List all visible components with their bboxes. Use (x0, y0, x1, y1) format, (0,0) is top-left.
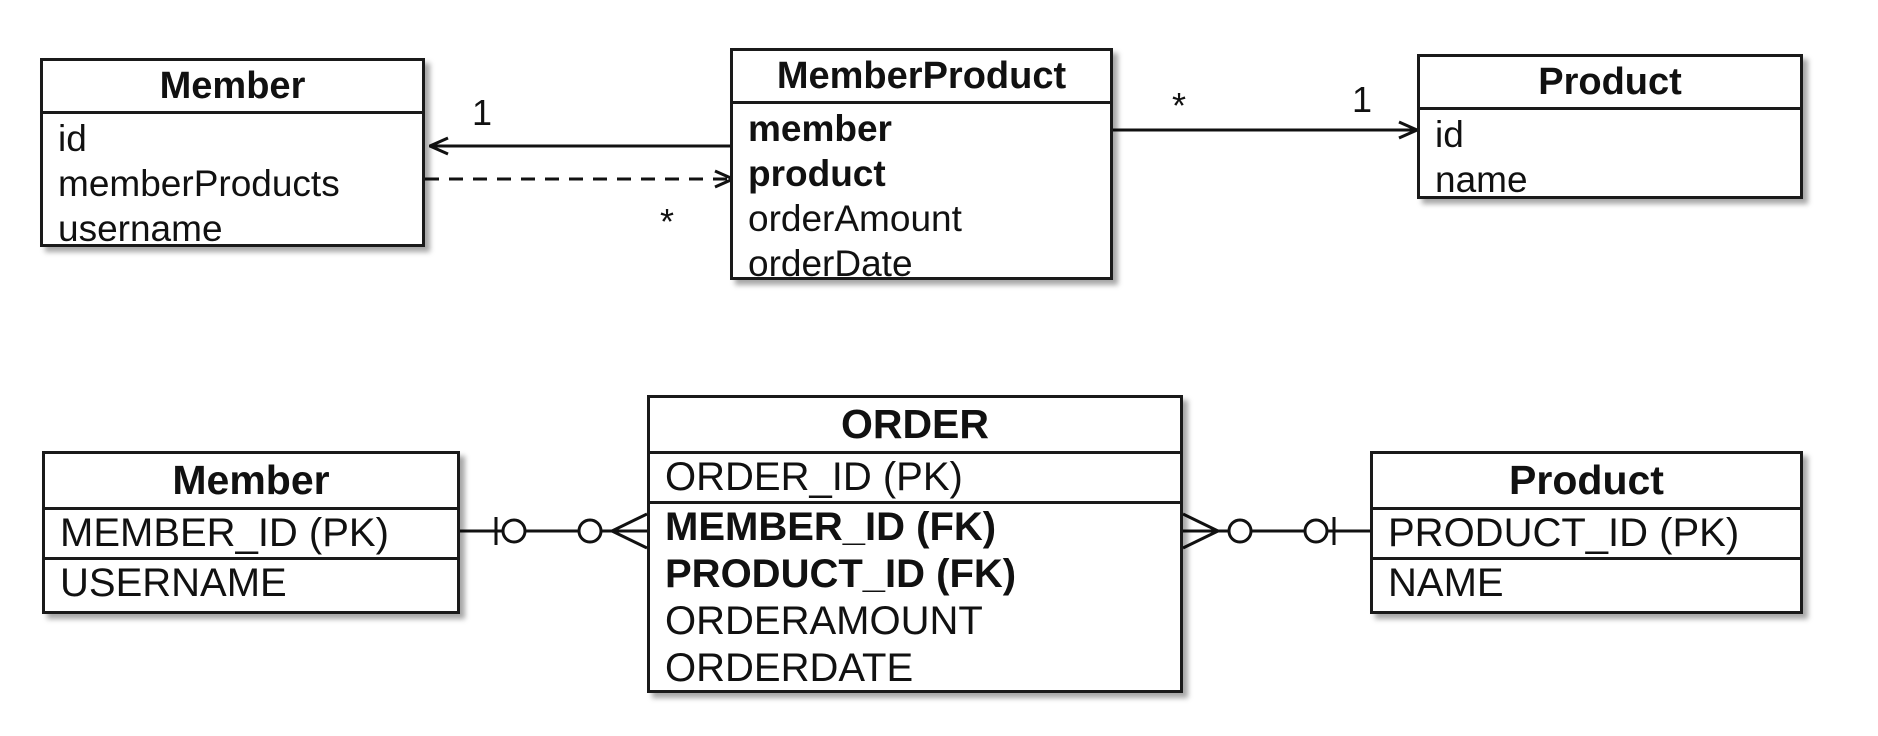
er-relationship-member-order (460, 512, 648, 550)
class-product-attr-id: id (1435, 114, 1464, 155)
table-product: Product PRODUCT_ID (PK) NAME (1370, 451, 1803, 614)
class-member-title: Member (43, 61, 422, 114)
table-order-title: ORDER (650, 398, 1180, 454)
class-product: Product id name (1417, 54, 1803, 200)
class-member-product: MemberProduct member product orderAmount… (730, 48, 1113, 284)
multiplicity-member-product-right: * (1172, 85, 1186, 126)
class-member-attr-member-products: memberProducts (58, 163, 340, 204)
class-member-attr-id: id (58, 118, 87, 159)
table-member-col-username: USERNAME (60, 561, 287, 605)
class-product-attr-name: name (1435, 159, 1528, 200)
class-member-attr-username: username (58, 208, 223, 249)
class-member-product-attr-product: product (748, 153, 886, 194)
multiplicity-member-product-left: * (660, 201, 674, 242)
table-product-pk: PRODUCT_ID (PK) (1388, 511, 1740, 555)
table-member-title: Member (45, 454, 457, 510)
table-member-pk: MEMBER_ID (PK) (60, 511, 389, 555)
class-member-product-attr-member: member (748, 108, 892, 149)
table-order-pk: ORDER_ID (PK) (665, 455, 963, 499)
table-order-col-orderamount: ORDERAMOUNT (665, 599, 983, 643)
class-member-product-attr-order-date: orderDate (748, 243, 913, 284)
table-product-col-name: NAME (1388, 561, 1504, 605)
table-product-title: Product (1373, 454, 1800, 510)
er-relationship-order-product (1182, 512, 1370, 550)
multiplicity-member-side: 1 (472, 92, 492, 133)
class-member-product-attr-order-amount: orderAmount (748, 198, 962, 239)
class-product-title: Product (1420, 57, 1800, 110)
table-order: ORDER ORDER_ID (PK) MEMBER_ID (FK) PRODU… (647, 395, 1183, 693)
class-member-product-title: MemberProduct (733, 51, 1110, 104)
multiplicity-product-side: 1 (1352, 79, 1372, 120)
table-order-col-orderdate: ORDERDATE (665, 646, 914, 690)
table-order-fk-member-id: MEMBER_ID (FK) (665, 505, 997, 549)
table-order-fk-product-id: PRODUCT_ID (FK) (665, 552, 1017, 596)
table-member: Member MEMBER_ID (PK) USERNAME (42, 451, 460, 614)
class-member: Member id memberProducts username (40, 58, 425, 249)
